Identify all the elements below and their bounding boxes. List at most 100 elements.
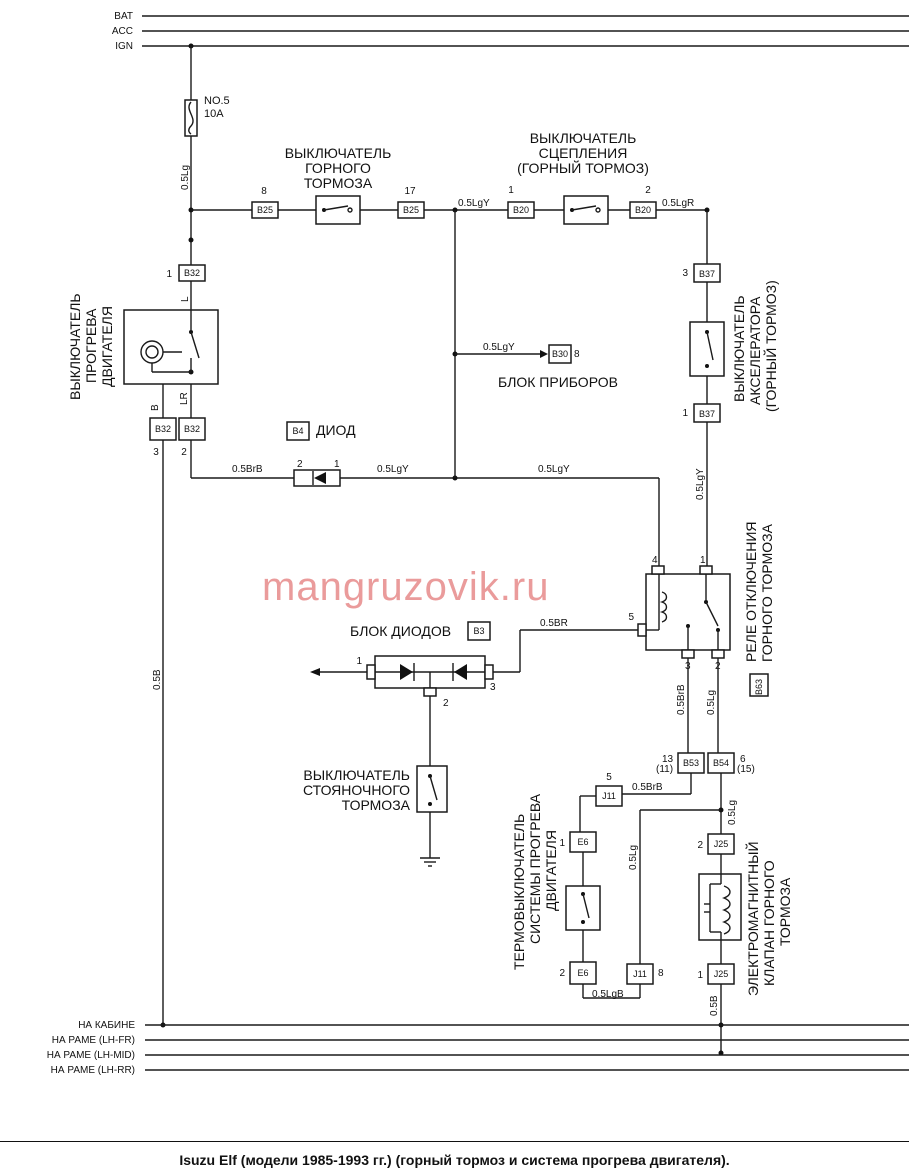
connector-b20-b: B20 (635, 205, 651, 215)
pin-17: 17 (404, 186, 416, 197)
svg-text:3: 3 (682, 268, 688, 279)
bus-frame-mid-label: НА РАМЕ (LH-MID) (47, 1050, 135, 1061)
svg-text:0.5Lg: 0.5Lg (727, 800, 738, 825)
svg-text:0.5Lg: 0.5Lg (706, 690, 717, 715)
svg-text:5: 5 (628, 612, 634, 623)
svg-text:2: 2 (181, 447, 187, 458)
diode-block-label: БЛОК ДИОДОВ (350, 623, 451, 639)
svg-text:B32: B32 (155, 424, 171, 434)
mountain-brake-chain: B25 8 B25 17 0.5LgY B20 1 B20 2 0.5LgR (191, 185, 710, 225)
svg-text:0.5LgY: 0.5LgY (377, 464, 409, 475)
svg-text:0.5BrB: 0.5BrB (632, 782, 663, 793)
bus-acc-label: ACC (112, 26, 133, 37)
svg-text:6: 6 (740, 754, 746, 765)
connector-b25-a: B25 (257, 205, 273, 215)
svg-text:B54: B54 (713, 758, 729, 768)
svg-text:ТОРМОЗА: ТОРМОЗА (777, 877, 793, 946)
svg-text:ГОРНОГО ТОРМОЗА: ГОРНОГО ТОРМОЗА (759, 523, 775, 662)
svg-text:E6: E6 (577, 837, 588, 847)
warmup-switch: B32 1 L B LR B32 B32 3 2 ВЫКЛЮЧАТЕЛЬ ПРО… (67, 264, 219, 458)
svg-text:ГОРНОГО: ГОРНОГО (305, 160, 371, 176)
svg-text:B32: B32 (184, 424, 200, 434)
svg-text:ПРОГРЕВА: ПРОГРЕВА (83, 308, 99, 383)
svg-text:0.5BR: 0.5BR (540, 618, 568, 629)
svg-text:1: 1 (559, 838, 565, 849)
svg-text:(ГОРНЫЙ ТОРМОЗ): (ГОРНЫЙ ТОРМОЗ) (517, 159, 649, 176)
svg-text:B37: B37 (699, 269, 715, 279)
fuse: NO.5 10A 0.5Lg (180, 46, 230, 265)
svg-text:2: 2 (559, 968, 565, 979)
caption-divider (0, 1141, 909, 1142)
svg-text:J11: J11 (633, 969, 647, 979)
solenoid-valve: J25 2 J25 1 0.5B ЭЛЕКТРОМАГНИТНЫЙ КЛАПАН… (697, 833, 793, 1056)
bus-cab-label: НА КАБИНЕ (78, 1020, 135, 1031)
svg-text:0.5B: 0.5B (709, 995, 720, 1016)
watermark: mangruzovik.ru (262, 565, 549, 609)
svg-text:B37: B37 (699, 409, 715, 419)
bus-bat-label: BAT (114, 11, 133, 22)
lower-connectors: 0.5BrB 0.5Lg B53 B54 13 (11) 6 (15) 0.5B… (622, 658, 755, 964)
svg-text:СЦЕПЛЕНИЯ: СЦЕПЛЕНИЯ (539, 145, 628, 161)
svg-text:0.5LgY: 0.5LgY (695, 468, 706, 500)
svg-text:(11): (11) (656, 764, 673, 775)
bottom-buses: НА КАБИНЕ НА РАМЕ (LH-FR) НА РАМЕ (LH-MI… (47, 1020, 909, 1076)
fuse-rating: 10A (204, 108, 224, 120)
mountain-brake-switch-label: ВЫКЛЮЧАТЕЛЬ ГОРНОГО ТОРМОЗА (285, 145, 392, 191)
svg-text:LR: LR (179, 392, 190, 405)
svg-text:5: 5 (606, 772, 612, 783)
svg-text:1: 1 (697, 970, 703, 981)
svg-text:B53: B53 (683, 758, 699, 768)
svg-text:ВЫКЛЮЧАТЕЛЬ: ВЫКЛЮЧАТЕЛЬ (285, 145, 392, 161)
svg-text:3: 3 (490, 682, 496, 693)
svg-text:0.5B: 0.5B (152, 669, 163, 690)
instrument-cluster-label: БЛОК ПРИБОРОВ (498, 374, 618, 390)
svg-text:0.5BrB: 0.5BrB (232, 464, 263, 475)
ground-wire-left: 0.5B (152, 440, 166, 1028)
diagram-caption: Isuzu Elf (модели 1985-1993 гг.) (горный… (179, 1152, 730, 1168)
thermo-switch: J11 5 E6 1 E6 2 J11 8 0.5LgB ТЕРМОВЫКЛЮЧ… (511, 772, 664, 1000)
svg-text:E6: E6 (577, 968, 588, 978)
svg-text:0.5BrB: 0.5BrB (676, 684, 687, 715)
accelerator-switch-label: ВЫКЛЮЧАТЕЛЬ (731, 295, 747, 402)
top-buses: BAT ACC IGN (112, 11, 909, 52)
svg-text:1: 1 (356, 656, 362, 667)
instrument-branch: 0.5LgY B30 8 БЛОК ПРИБОРОВ (452, 210, 618, 478)
wire-label: 0.5LgY (458, 198, 490, 209)
pin-1: 1 (508, 185, 514, 196)
diode-block-b3: БЛОК ДИОДОВ B3 0.5BR 1 3 2 (310, 618, 638, 766)
svg-text:B32: B32 (184, 268, 200, 278)
pin-2: 2 (645, 185, 651, 196)
svg-text:ДВИГАТЕЛЯ: ДВИГАТЕЛЯ (543, 830, 559, 911)
svg-text:1: 1 (700, 555, 706, 566)
svg-text:2: 2 (443, 698, 449, 709)
svg-text:1: 1 (334, 459, 340, 470)
bus-frame-fr-label: НА РАМЕ (LH-FR) (52, 1035, 135, 1046)
accelerator-switch: B37 3 B37 1 0.5LgY ВЫКЛЮЧАТЕЛЬ АКСЕЛЕРАТ… (682, 210, 779, 566)
svg-text:0.5LgB: 0.5LgB (592, 989, 624, 1000)
svg-text:B3: B3 (473, 626, 484, 636)
svg-text:8: 8 (658, 968, 664, 979)
svg-text:ДВИГАТЕЛЯ: ДВИГАТЕЛЯ (99, 306, 115, 387)
svg-text:ТОРМОЗА: ТОРМОЗА (342, 797, 411, 813)
svg-text:ТОРМОЗА: ТОРМОЗА (304, 175, 373, 191)
svg-text:J11: J11 (602, 791, 616, 801)
connector-b20-a: B20 (513, 205, 529, 215)
fuse-number: NO.5 (204, 95, 230, 107)
svg-text:КЛАПАН ГОРНОГО: КЛАПАН ГОРНОГО (761, 860, 777, 986)
svg-text:1: 1 (166, 269, 172, 280)
wire-label: 0.5Lg (180, 165, 191, 190)
solenoid-valve-label: ЭЛЕКТРОМАГНИТНЫЙ (744, 841, 761, 996)
bus-ign-label: IGN (115, 41, 133, 52)
relay-b63: 4 1 5 3 2 B63 РЕЛЕ ОТКЛЮЧЕНИЯ ГОРНОГО ТО… (628, 521, 775, 697)
svg-text:СТОЯНОЧНОГО: СТОЯНОЧНОГО (303, 782, 410, 798)
svg-text:2: 2 (697, 840, 703, 851)
svg-text:0.5LgY: 0.5LgY (538, 464, 570, 475)
svg-text:АКСЕЛЕРАТОРА: АКСЕЛЕРАТОРА (747, 296, 763, 405)
svg-text:B63: B63 (754, 679, 764, 695)
svg-text:B30: B30 (552, 349, 568, 359)
svg-text:СИСТЕМЫ ПРОГРЕВА: СИСТЕМЫ ПРОГРЕВА (527, 793, 543, 944)
svg-text:8: 8 (574, 349, 580, 360)
svg-text:(ГОРНЫЙ ТОРМОЗ): (ГОРНЫЙ ТОРМОЗ) (762, 280, 779, 412)
parking-brake-switch: ВЫКЛЮЧАТЕЛЬ СТОЯНОЧНОГО ТОРМОЗА (303, 765, 448, 867)
